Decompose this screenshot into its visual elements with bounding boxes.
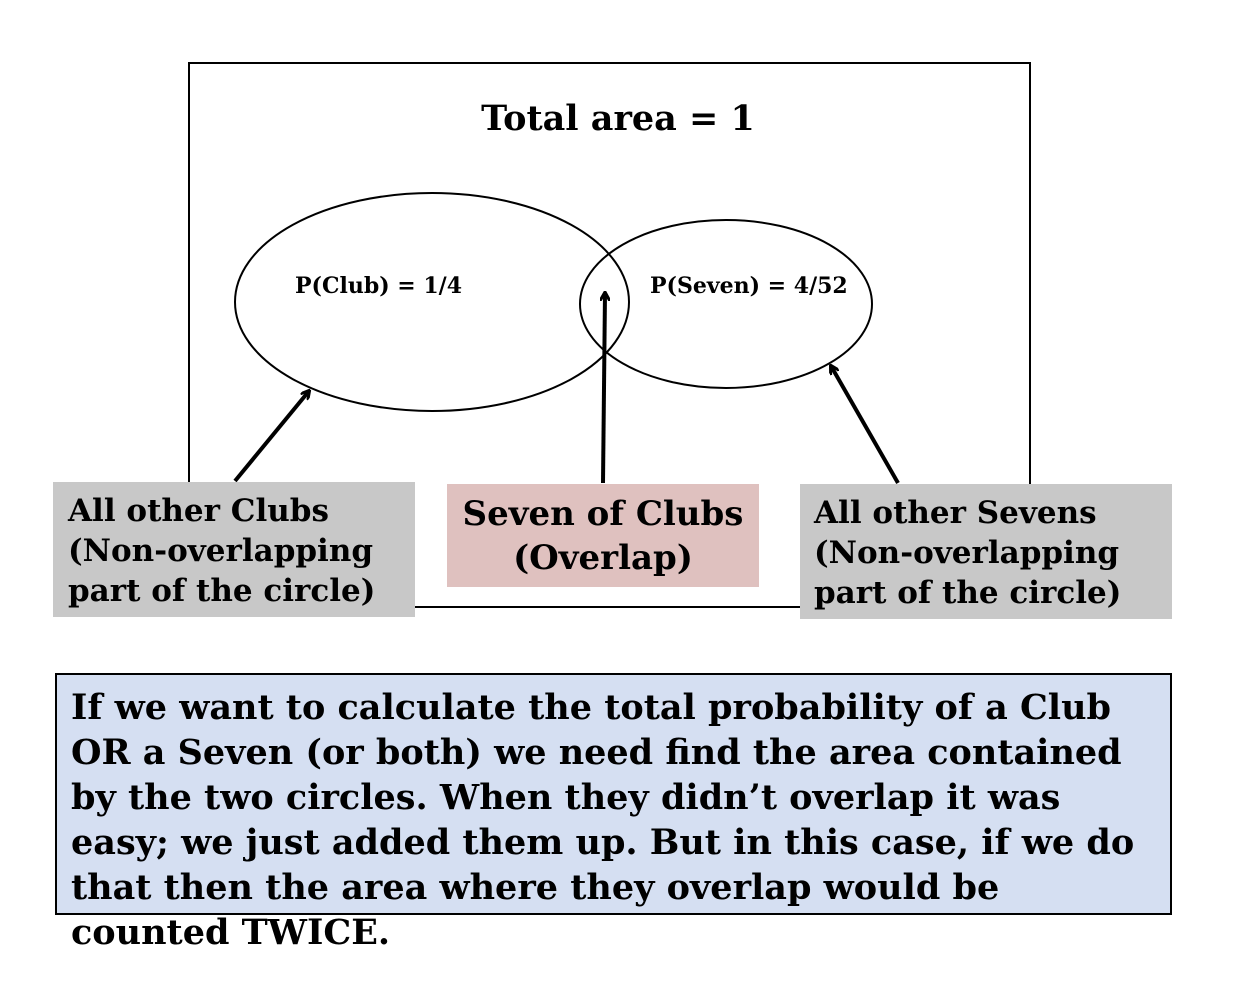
- diagram-title: Total area = 1: [481, 98, 755, 139]
- sample-space-rect: [188, 62, 1031, 608]
- callout-line: (Non-overlapping: [68, 533, 374, 569]
- arrow-sevens: [831, 366, 900, 484]
- callout-line: All other Clubs: [68, 493, 329, 529]
- callout-line: part of the circle): [68, 573, 376, 609]
- callout-line: All other Sevens: [814, 495, 1097, 531]
- callout-line: (Non-overlapping: [814, 535, 1120, 571]
- callout-other-clubs: All other Clubs (Non-overlapping part of…: [53, 482, 415, 617]
- seven-circle: [579, 219, 873, 389]
- callout-line: (Overlap): [513, 538, 693, 578]
- seven-probability-label: P(Seven) = 4/52: [650, 273, 848, 299]
- callout-line: Seven of Clubs: [462, 494, 744, 534]
- callout-seven-of-clubs: Seven of Clubs (Overlap): [447, 484, 759, 587]
- explanation-note: If we want to calculate the total probab…: [55, 673, 1172, 953]
- club-probability-label: P(Club) = 1/4: [295, 273, 463, 299]
- callout-line: part of the circle): [814, 575, 1122, 611]
- arrow-overlap: [603, 293, 605, 484]
- club-circle: [234, 192, 630, 412]
- arrow-clubs: [233, 391, 309, 483]
- callout-other-sevens: All other Sevens (Non-overlapping part o…: [800, 484, 1172, 619]
